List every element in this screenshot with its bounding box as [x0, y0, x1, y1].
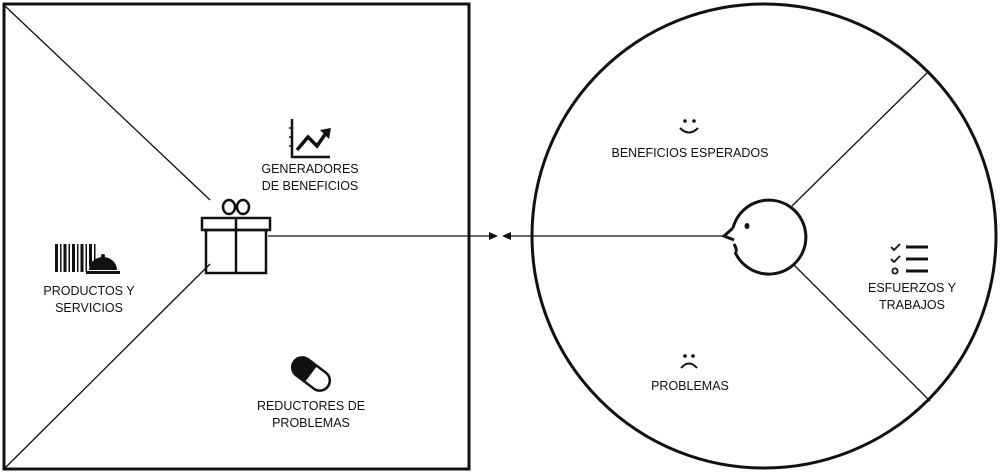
frown-icon: [680, 354, 698, 369]
chart-up-icon: [289, 119, 331, 159]
face-icon: [721, 198, 808, 276]
pain-relievers-label: REDUCTORES DE PROBLEMAS: [246, 398, 376, 432]
products-services-line2: SERVICIOS: [55, 301, 123, 315]
smile-icon: [679, 119, 699, 134]
checklist-icon: [890, 243, 928, 275]
products-services-line1: PRODUCTOS Y: [43, 284, 135, 298]
jobs-line1: ESFUERZOS Y: [868, 281, 956, 295]
gain-creators-line1: GENERADORES: [261, 162, 359, 176]
gains-text: BENEFICIOS ESPERADOS: [611, 146, 769, 160]
fit-arrow-left: [502, 232, 511, 240]
pill-icon: [290, 356, 332, 392]
jobs-label: ESFUERZOS Y TRABAJOS: [852, 280, 972, 314]
gift-icon: [200, 198, 272, 275]
gain-creators-label: GENERADORES DE BENEFICIOS: [245, 161, 375, 195]
products-services-label: PRODUCTOS Y SERVICIOS: [24, 283, 154, 317]
gain-creators-line2: DE BENEFICIOS: [261, 179, 359, 193]
jobs-line2: TRABAJOS: [879, 298, 945, 312]
divider-lower-right: [793, 264, 931, 402]
gains-label: BENEFICIOS ESPERADOS: [600, 145, 780, 162]
pains-text: PROBLEMAS: [651, 379, 729, 393]
pain-relievers-line2: PROBLEMAS: [272, 416, 350, 430]
pain-relievers-line1: REDUCTORES DE: [256, 399, 366, 413]
fit-arrow-right: [489, 232, 498, 240]
barcode-cloche-icon: [55, 244, 120, 274]
divider-upper-left: [4, 5, 211, 201]
pains-label: PROBLEMAS: [630, 378, 750, 395]
face-eye: [744, 223, 750, 229]
divider-lower-left: [4, 263, 211, 469]
divider-upper-right: [791, 71, 929, 207]
